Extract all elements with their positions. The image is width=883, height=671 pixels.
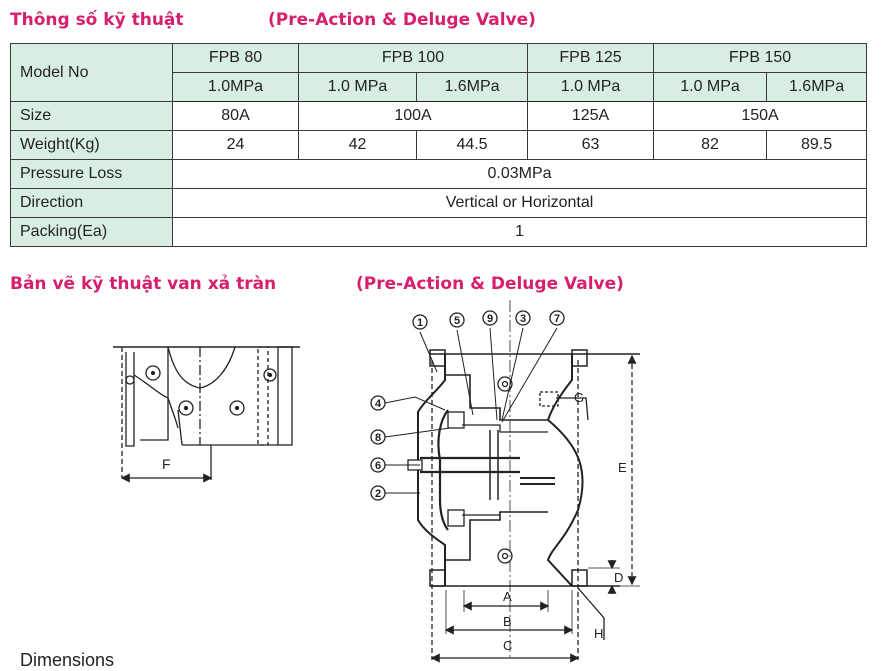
- row-label-pressure-loss: Pressure Loss: [10, 159, 173, 189]
- size-cell: 100A: [297, 101, 529, 131]
- callout-2: 2: [370, 485, 386, 501]
- packing-cell: 1: [171, 217, 868, 247]
- pressure-cell: 1.0MPa: [172, 72, 299, 102]
- spec-subtitle: (Pre-Action & Deluge Valve): [268, 10, 536, 30]
- size-cell: 80A: [172, 101, 299, 131]
- svg-text:5: 5: [454, 315, 460, 327]
- dim-label-g: G: [574, 390, 584, 405]
- size-cell: 150A: [653, 101, 868, 131]
- pressure-cell: 1.0 MPa: [653, 72, 768, 102]
- model-fpb100: FPB 100: [297, 43, 529, 73]
- svg-text:4: 4: [375, 398, 382, 410]
- dim-label-c: C: [503, 638, 512, 653]
- dim-label-a: A: [503, 589, 512, 604]
- weight-cell: 42: [298, 130, 417, 160]
- pressure-cell: 1.0 MPa: [298, 72, 417, 102]
- model-fpb125: FPB 125: [527, 43, 655, 73]
- dim-label-b: B: [503, 614, 512, 629]
- callout-1: 1: [412, 314, 428, 330]
- pressure-cell: 1.0 MPa: [527, 72, 655, 102]
- model-fpb80: FPB 80: [172, 43, 299, 73]
- weight-cell: 44.5: [415, 130, 529, 160]
- callout-8: 8: [370, 429, 386, 445]
- direction-cell: Vertical or Horizontal: [171, 188, 868, 218]
- svg-text:6: 6: [375, 460, 381, 472]
- svg-text:9: 9: [487, 313, 493, 325]
- side-view-figure: F: [113, 346, 300, 483]
- weight-cell: 82: [653, 130, 768, 160]
- callout-6: 6: [370, 457, 386, 473]
- pressure-cell: 1.6MPa: [415, 72, 529, 102]
- section-view-figure: [407, 300, 640, 663]
- dim-label-d: D: [614, 570, 623, 585]
- drawing-title: Bản vẽ kỹ thuật van xả tràn: [10, 274, 277, 294]
- model-fpb150: FPB 150: [653, 43, 868, 73]
- svg-text:7: 7: [554, 313, 560, 325]
- callout-7: 7: [549, 310, 565, 326]
- callout-markers: [384, 327, 558, 494]
- pressure-loss-cell: 0.03MPa: [171, 159, 868, 189]
- weight-cell: 63: [527, 130, 655, 160]
- side-dim-label: F: [162, 456, 171, 472]
- row-label-direction: Direction: [10, 188, 173, 218]
- dimensions-heading: Dimensions: [20, 650, 115, 670]
- spec-title: Thông số kỹ thuật: [10, 10, 184, 30]
- dim-label-h: H: [594, 626, 603, 641]
- callout-9: 9: [482, 310, 498, 326]
- model-label: Model No: [10, 43, 173, 102]
- pressure-cell: 1.6MPa: [766, 72, 868, 102]
- dim-label-e: E: [618, 460, 627, 475]
- size-cell: 125A: [527, 101, 655, 131]
- weight-cell: 89.5: [766, 130, 868, 160]
- valve-technical-drawing: F: [113, 300, 640, 663]
- callout-5: 5: [449, 312, 465, 328]
- drawing-subtitle: (Pre-Action & Deluge Valve): [356, 274, 624, 294]
- row-label-packing: Packing(Ea): [10, 217, 173, 247]
- row-label-size: Size: [10, 101, 173, 131]
- dimension-labels: E G D ABC H: [503, 390, 627, 653]
- row-label-weight: Weight(Kg): [10, 130, 173, 160]
- callout-3: 3: [515, 310, 531, 326]
- spec-table: Model No FPB 80 FPB 100 FPB 125 FPB 150 …: [10, 43, 868, 247]
- svg-text:8: 8: [375, 432, 381, 444]
- svg-text:1: 1: [417, 317, 423, 329]
- callout-4: 4: [370, 395, 386, 411]
- svg-text:3: 3: [520, 313, 526, 325]
- weight-cell: 24: [172, 130, 299, 160]
- svg-text:2: 2: [375, 488, 381, 500]
